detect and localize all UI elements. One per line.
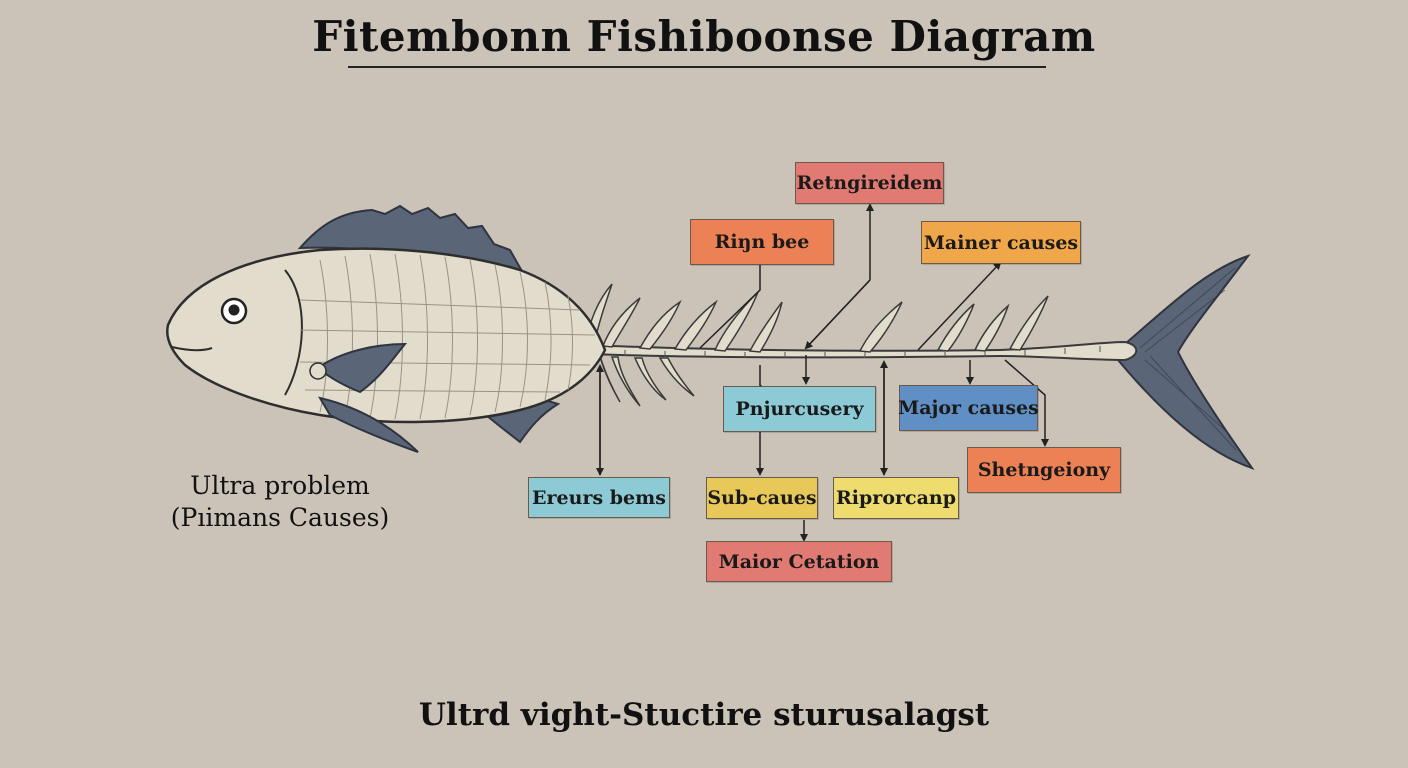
- box-sub-caues: Sub-caues: [706, 477, 818, 519]
- tail-fin: [1117, 254, 1255, 470]
- fish-body: [166, 247, 607, 424]
- diagram-title: Fitembonn Fishiboonse Diagram: [312, 12, 1096, 61]
- connector-lines: [596, 203, 1049, 542]
- pelvic-fin: [317, 396, 419, 453]
- box-mainer-causes: Mainer causes: [921, 221, 1081, 264]
- box-major-causes: Major causes: [898, 385, 1039, 431]
- title-underline: [348, 66, 1046, 68]
- fish-mouth: [171, 346, 213, 352]
- spine-ticks: [624, 346, 1101, 358]
- box-ereurs-bems: Ereurs bems: [528, 477, 670, 518]
- pectoral-fin: [309, 342, 408, 394]
- fish-ribs: [584, 283, 1049, 407]
- box-shetngeiony: Shetngeiony: [967, 447, 1121, 493]
- box-maior-cetation: Maior Cetation: [706, 541, 892, 582]
- box-pnjurcusery: Pnjurcusery: [723, 386, 876, 432]
- problem-label: Ultra problem (Pıimans Causes): [160, 470, 400, 534]
- problem-label-line2: (Pıimans Causes): [170, 503, 390, 532]
- footer-caption: Ultrd vight-Stuctire sturusalagst: [418, 697, 990, 733]
- box-rinn-bee: Riŋn bee: [690, 219, 834, 265]
- fish-eye: [220, 297, 248, 325]
- box-retngireidem: Retngireidem: [795, 162, 944, 204]
- box-riprorcanp: Riprorcanp: [833, 477, 959, 519]
- problem-label-line1: Ultra problem: [190, 471, 370, 500]
